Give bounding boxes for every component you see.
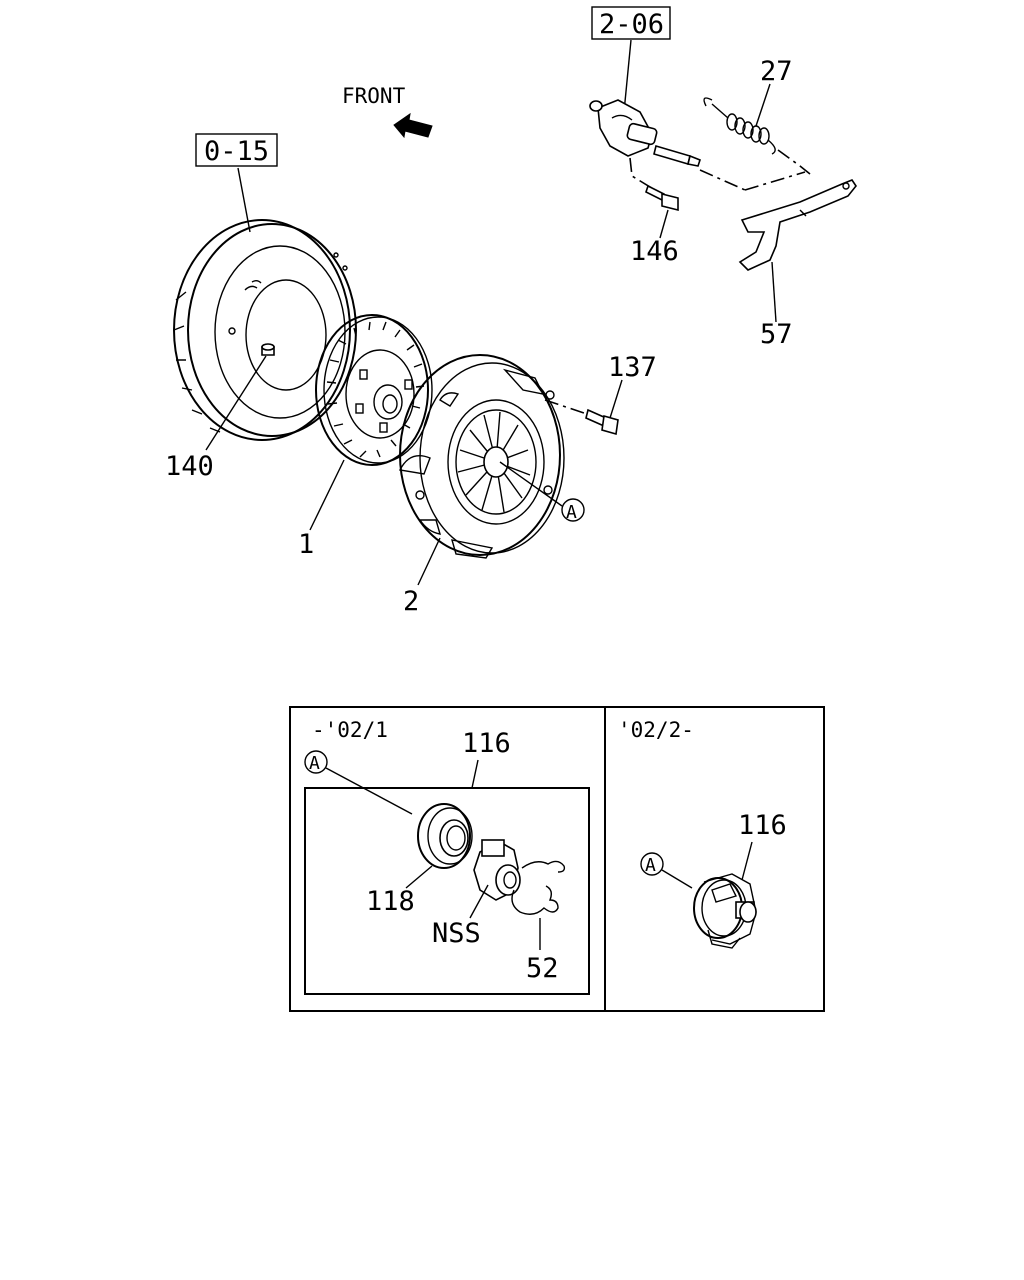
part-27-label: 27 — [760, 56, 793, 87]
part-140-label: 140 — [165, 451, 214, 482]
part-57-label: 57 — [760, 319, 793, 350]
flywheel-drawing — [173, 219, 357, 441]
inset-left-callout-a-circle — [304, 750, 328, 774]
spring-27-drawing — [703, 97, 776, 155]
bolt-146-drawing — [645, 184, 679, 212]
reference-box-2-06: 2-06 — [591, 6, 671, 40]
callout-a-text: A — [566, 502, 577, 523]
inset-left-date-range: -'02/1 — [312, 718, 388, 742]
inset-left-part-118-label: 118 — [366, 886, 415, 917]
inset-right-callout-a-text: A — [645, 855, 656, 876]
part-137-label: 137 — [608, 352, 657, 383]
inset-right-part-116-label: 116 — [738, 810, 787, 841]
bearing-118-drawing — [417, 803, 473, 869]
release-fork-57-drawing — [738, 179, 857, 271]
reference-0-15-text: 0-15 — [204, 136, 269, 167]
inset-right-date-range: '02/2- — [618, 718, 694, 742]
inset-left-nss-label: NSS — [432, 918, 481, 949]
clip-52-drawing — [511, 860, 566, 915]
bolt-137-drawing — [585, 408, 619, 436]
pressure-plate-drawing — [398, 354, 565, 559]
clutch-disc-drawing — [315, 314, 433, 466]
inset-left-callout-a-text: A — [309, 753, 320, 774]
slave-cylinder-drawing — [589, 99, 701, 167]
front-arrow-icon — [393, 112, 433, 139]
inset-left-part-116-label: 116 — [462, 728, 511, 759]
reference-box-0-15: 0-15 — [195, 133, 278, 167]
front-label: FRONT — [342, 84, 406, 108]
callout-a-circle — [561, 498, 585, 522]
inset-right-callout-a-circle — [640, 852, 664, 876]
part-1-label: 1 — [298, 529, 314, 560]
nss-component-drawing — [473, 839, 521, 901]
part-2-label: 2 — [403, 586, 419, 617]
inset-left-part-52-label: 52 — [526, 953, 559, 984]
release-bearing-new-drawing — [693, 873, 757, 949]
part-146-label: 146 — [630, 236, 679, 267]
reference-2-06-text: 2-06 — [599, 9, 664, 40]
release-bearing-inset: -'02/1 116 A 118 NSS 52 '02/2- — [289, 706, 825, 1012]
